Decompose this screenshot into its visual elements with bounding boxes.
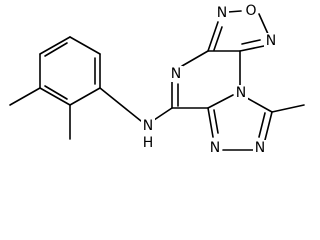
atom-label-n-triazole-right: N bbox=[255, 140, 265, 156]
bond-nh-c5 bbox=[153, 107, 173, 121]
atom-label-n-triazole-left: N bbox=[210, 140, 220, 156]
structure-canvas: O N N N N N H N N bbox=[9, 3, 305, 156]
bond-methyl-left bbox=[9, 87, 41, 106]
bond-c5a-n-triazole bbox=[207, 107, 214, 138]
atom-label-n-amine: N bbox=[143, 118, 153, 134]
chemical-structure: O N N N N N H N N bbox=[9, 3, 305, 156]
atom-label-n-furazan-right: N bbox=[266, 33, 276, 49]
bond-n-c-triazole-double bbox=[258, 112, 266, 138]
bond-layer bbox=[9, 10, 305, 151]
atom-label-layer: O N N N N N H N N bbox=[141, 3, 278, 156]
bond-c-n9-triazole bbox=[246, 97, 273, 113]
bond-aryl-c2-c3 bbox=[39, 87, 71, 106]
atom-label-h-amine: H bbox=[143, 135, 154, 151]
bond-aryl-nh bbox=[99, 87, 142, 122]
bond-aryl-c5-c6 bbox=[69, 36, 101, 55]
bond-aryl-double-2 bbox=[44, 42, 68, 57]
bond-n9-c5a bbox=[207, 94, 234, 109]
bond-n-c-triazole bbox=[264, 111, 273, 141]
bond-n-o-furazan bbox=[227, 10, 242, 13]
bond-aryl-c4-c5 bbox=[39, 36, 71, 55]
bond-n-c9a-furazan-double bbox=[241, 39, 261, 45]
atom-label-n-bridge: N bbox=[236, 85, 246, 101]
bond-aryl-double-1 bbox=[44, 85, 68, 100]
bond-o-n-furazan bbox=[258, 13, 269, 35]
atom-label-n-furazan-top: N bbox=[217, 5, 227, 21]
bond-c5a-n-triazole-double bbox=[213, 109, 219, 134]
bond-n-c9a-furazan bbox=[239, 45, 265, 52]
bond-c3a-n-furazan-double bbox=[213, 26, 223, 51]
bond-n4-c3a bbox=[181, 50, 209, 67]
atom-label-o-furazan: O bbox=[245, 3, 256, 19]
bond-methyl-triazole bbox=[271, 104, 305, 113]
atom-label-n-pyrazine: N bbox=[171, 66, 181, 82]
bond-aryl-c1-c2 bbox=[69, 87, 101, 106]
bond-c3a-n-furazan bbox=[207, 21, 219, 52]
